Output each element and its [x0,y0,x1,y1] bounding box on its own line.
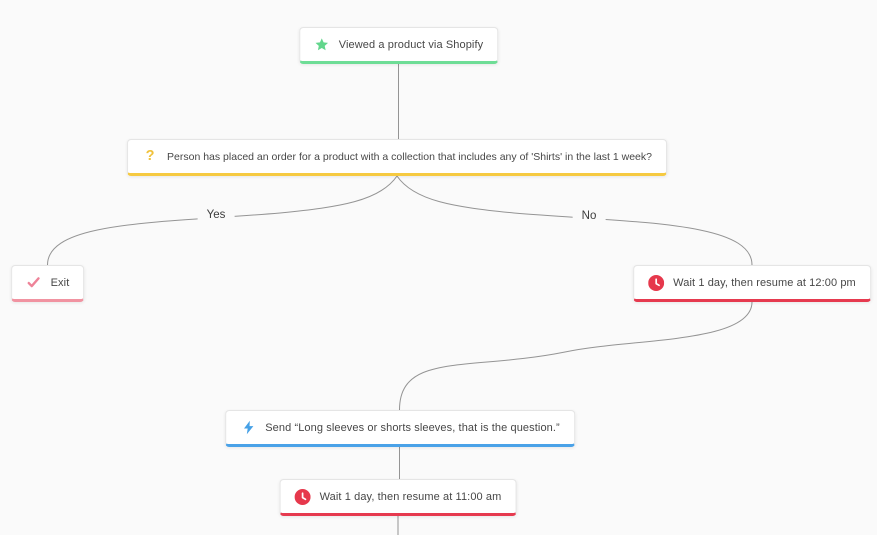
lightning-icon [240,420,256,436]
node-trigger[interactable]: Viewed a product via Shopify [298,27,499,64]
clock-icon [648,274,665,291]
question-mark-icon: ? [145,148,155,165]
node-label: Exit [50,276,70,289]
branch-label-yes: Yes [197,208,235,223]
node-send[interactable]: Send “Long sleeves or shorts sleeves, th… [225,410,575,447]
edge-condition-no [396,175,753,266]
checkmark-icon [26,275,42,291]
edge-wait-to-send [399,301,753,411]
node-label: Viewed a product via Shopify [338,38,484,51]
node-condition[interactable]: ? Person has placed an order for a produ… [127,139,667,176]
star-icon [314,37,330,53]
clock-icon [294,488,311,505]
node-wait-2[interactable]: Wait 1 day, then resume at 11:00 am [279,479,517,516]
edge-condition-yes [47,175,398,266]
node-label: Wait 1 day, then resume at 11:00 am [319,490,502,503]
node-wait-1[interactable]: Wait 1 day, then resume at 12:00 pm [633,265,871,302]
branch-label-no: No [572,209,606,224]
node-label: Send “Long sleeves or shorts sleeves, th… [265,421,560,434]
node-label: Wait 1 day, then resume at 12:00 pm [673,276,856,289]
node-exit[interactable]: Exit [10,265,85,302]
node-label: Person has placed an order for a product… [167,150,652,163]
